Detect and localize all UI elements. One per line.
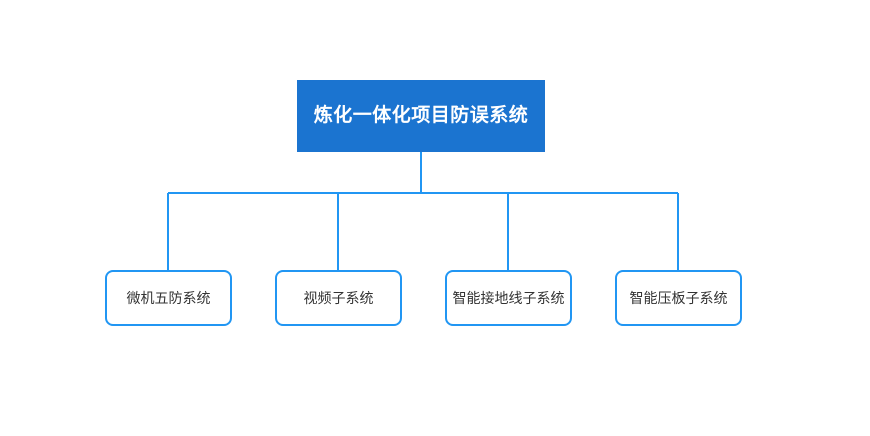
node-child-shipin[interactable]: 视频子系统 [275, 270, 402, 326]
node-child-label: 智能压板子系统 [629, 289, 728, 306]
node-root-label: 炼化一体化项目防误系统 [313, 104, 529, 126]
node-child-yaban[interactable]: 智能压板子系统 [615, 270, 742, 326]
node-root[interactable]: 炼化一体化项目防误系统 [297, 80, 545, 152]
node-child-label: 视频子系统 [303, 289, 374, 306]
node-child-label: 智能接地线子系统 [452, 289, 565, 306]
node-child-weiji-wufang[interactable]: 微机五防系统 [105, 270, 232, 326]
node-child-jiediexian[interactable]: 智能接地线子系统 [445, 270, 572, 326]
node-child-label: 微机五防系统 [126, 289, 211, 306]
